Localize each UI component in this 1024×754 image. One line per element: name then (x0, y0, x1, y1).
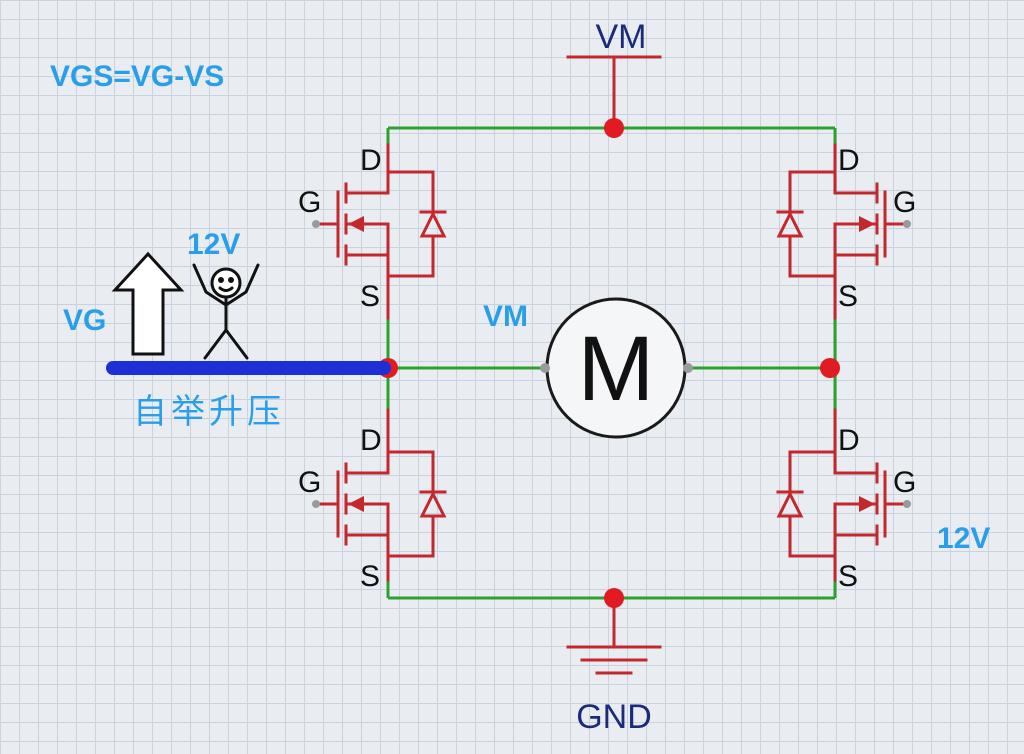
gate-label: G (893, 466, 916, 499)
mosfet-top-left (310, 170, 447, 278)
ground-label: GND (576, 698, 652, 736)
boost-voltage-label: 12V (187, 228, 240, 261)
source-label: S (838, 280, 858, 313)
stick-figure-icon (192, 263, 260, 360)
motor-label: M (578, 318, 655, 420)
mosfet-top-left-labels: D G S (298, 144, 382, 313)
drain-label: D (838, 144, 860, 177)
bootstrap-label: 自举升压 (133, 392, 285, 432)
mosfet-bottom-left (310, 450, 447, 558)
source-label: S (360, 280, 380, 313)
gate-label: G (298, 186, 321, 219)
vm-supply-label: VM (596, 18, 647, 56)
vm-mid-label: VM (483, 300, 528, 333)
source-label: S (360, 560, 380, 593)
node-vm-top (604, 118, 624, 138)
mosfet-top-right-labels: D G S (838, 144, 916, 313)
mosfet-bottom-right (776, 450, 913, 558)
motor-symbol (540, 297, 693, 439)
drain-label: D (360, 424, 382, 457)
source-label: S (838, 560, 858, 593)
mosfet-top-right (776, 170, 913, 278)
equation-label: VGS=VG-VS (50, 60, 224, 93)
drain-label: D (838, 424, 860, 457)
node-gnd-bottom (604, 588, 624, 608)
mosfet-bottom-right-labels: D G S (838, 424, 916, 593)
gate-label: G (298, 466, 321, 499)
gate-label: G (893, 186, 916, 219)
node-right-mid (820, 358, 840, 378)
mosfet-bottom-left-labels: D G S (298, 424, 382, 593)
vg-label: VG (63, 304, 106, 337)
vm-supply-symbol (566, 55, 662, 130)
gate-voltage-right-label: 12V (937, 522, 990, 555)
drain-label: D (360, 144, 382, 177)
ground-symbol (566, 596, 662, 675)
up-arrow-icon (111, 251, 185, 356)
circuit-wires (386, 126, 837, 600)
